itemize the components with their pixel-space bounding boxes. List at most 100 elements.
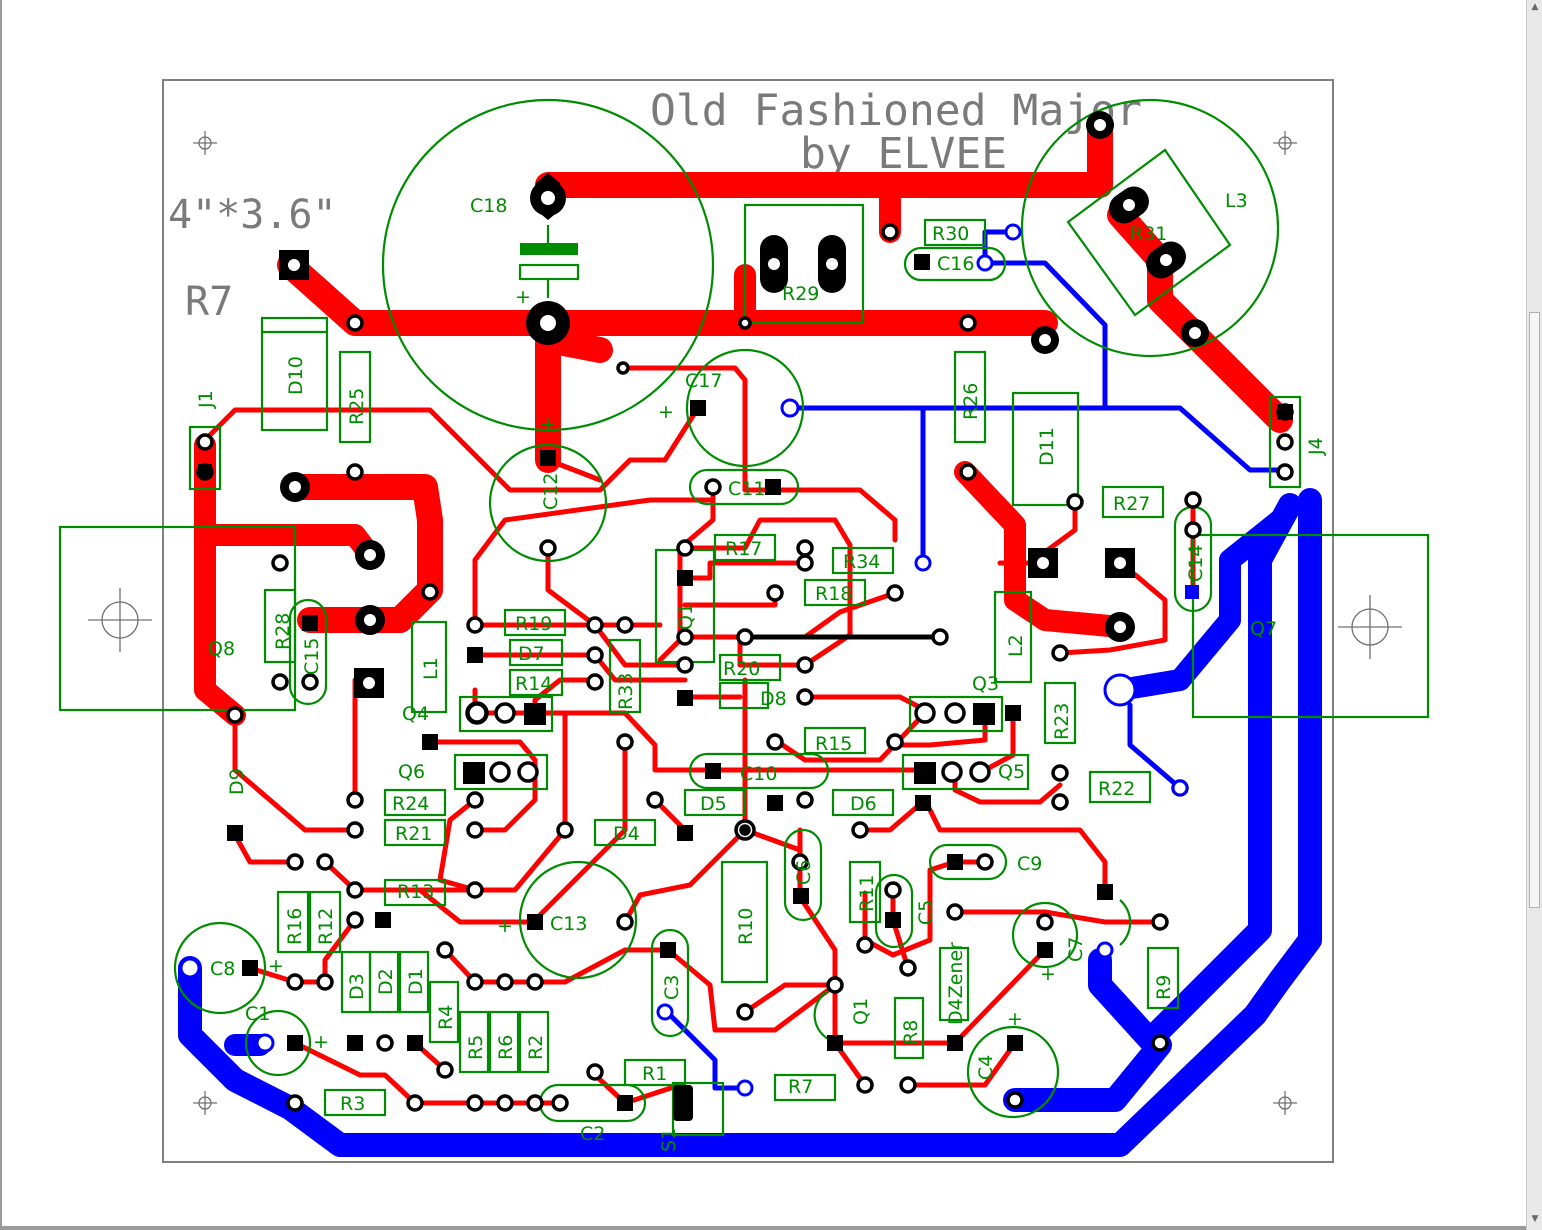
- label-r16: R16: [284, 908, 306, 945]
- label-r26: R26: [960, 383, 982, 420]
- tab-mounting-holes: [88, 588, 1402, 659]
- vertical-scrollbar[interactable]: ▲ ▼: [1526, 0, 1542, 1230]
- label-c10: C10: [740, 763, 777, 785]
- label-j1: J1: [195, 390, 217, 409]
- label-r13: R13: [397, 881, 434, 903]
- label-q1-vert: Q1: [675, 603, 697, 630]
- label-r2: R2: [525, 1035, 547, 1060]
- label-r17: R17: [725, 538, 762, 560]
- label-r4: R4: [435, 1005, 457, 1030]
- label-r27: R27: [1113, 493, 1150, 515]
- label-r33: R33: [615, 673, 637, 710]
- board-subtitle: by ELVEE: [800, 129, 1007, 179]
- label-r14: R14: [515, 673, 552, 695]
- label-r7: R7: [788, 1076, 813, 1098]
- label-q8: Q8: [208, 638, 235, 660]
- label-r22: R22: [1098, 778, 1135, 800]
- scroll-down-arrow-icon[interactable]: ▼: [1531, 1214, 1539, 1224]
- label-q5: Q5: [998, 761, 1025, 783]
- label-c2: C2: [580, 1123, 605, 1145]
- label-plus-c8: +: [268, 955, 284, 977]
- label-d4-zener: D4Zener: [945, 942, 967, 1025]
- label-q6: Q6: [398, 761, 425, 783]
- label-plus-c13: +: [497, 915, 513, 937]
- label-r21: R21: [395, 823, 432, 845]
- label-s1: S1: [658, 1128, 680, 1152]
- label-d4: D4: [613, 823, 640, 845]
- label-r11: R11: [856, 875, 878, 912]
- label-plus-c17: +: [658, 401, 674, 423]
- label-d5: D5: [700, 793, 727, 815]
- label-c9: C9: [1017, 853, 1042, 875]
- label-c18: C18: [470, 195, 507, 217]
- label-d9: D9: [226, 768, 248, 795]
- board-size: 4"*3.6": [168, 192, 337, 238]
- label-c13: C13: [550, 913, 587, 935]
- label-d2: D2: [375, 968, 397, 995]
- label-r15: R15: [815, 733, 852, 755]
- label-r34: R34: [843, 551, 880, 573]
- label-l3: L3: [1225, 190, 1248, 212]
- label-c16: C16: [937, 253, 974, 275]
- label-r10: R10: [735, 908, 757, 945]
- scroll-thumb[interactable]: [1529, 312, 1540, 908]
- label-r8: R8: [900, 1020, 922, 1045]
- label-r3: R3: [340, 1093, 365, 1115]
- label-plus-c18: +: [515, 286, 531, 308]
- label-plus-c4: +: [1007, 1008, 1023, 1030]
- label-plus-c12: +: [540, 413, 556, 435]
- label-r31: R31: [1130, 223, 1167, 245]
- silkscreen-outlines: [58, 98, 1430, 1137]
- label-r1: R1: [642, 1063, 667, 1085]
- label-r23: R23: [1051, 703, 1073, 740]
- window-left-border: [0, 0, 2, 1230]
- board-title: Old Fashioned Major: [650, 86, 1142, 136]
- label-q7: Q7: [1250, 618, 1277, 640]
- label-c7: C7: [1065, 937, 1087, 962]
- label-l1: L1: [420, 657, 442, 680]
- label-c12: C12: [540, 473, 562, 510]
- label-c14: C14: [1185, 545, 1207, 582]
- label-c15: C15: [301, 638, 323, 675]
- component-pads: [179, 111, 1294, 1121]
- component-labels: C18 L3 R31 R30 C16 R29 C17 + + C11 R17 R…: [195, 190, 1327, 1152]
- label-d6: D6: [850, 793, 877, 815]
- label-r25: R25: [346, 388, 368, 425]
- label-c5: C5: [915, 900, 937, 925]
- board-side-label: R7: [185, 279, 233, 325]
- label-r29: R29: [782, 283, 819, 305]
- label-r30: R30: [932, 223, 969, 245]
- label-l2: L2: [1005, 634, 1027, 657]
- label-r6: R6: [495, 1035, 517, 1060]
- label-c1: C1: [245, 1003, 270, 1025]
- label-q1: Q1: [850, 998, 872, 1025]
- label-r5: R5: [465, 1035, 487, 1060]
- label-d8: D8: [760, 688, 787, 710]
- scroll-up-arrow-icon[interactable]: ▲: [1531, 2, 1539, 12]
- mounting-marks: [193, 131, 1297, 1115]
- label-r19: R19: [515, 613, 552, 635]
- label-c11: C11: [728, 478, 765, 500]
- label-r12: R12: [315, 908, 337, 945]
- label-c6: C6: [793, 860, 815, 885]
- label-r20: R20: [723, 658, 760, 680]
- label-c4: C4: [975, 1055, 997, 1080]
- label-q3: Q3: [972, 673, 999, 695]
- label-r24: R24: [392, 793, 429, 815]
- window-bottom-border: [0, 1226, 1526, 1230]
- label-c17: C17: [685, 370, 722, 392]
- label-d7: D7: [518, 643, 545, 665]
- label-d10: D10: [285, 356, 307, 395]
- label-q4: Q4: [402, 703, 429, 725]
- label-j4: J4: [1305, 437, 1327, 456]
- c18-polarity-mark: [518, 225, 580, 298]
- label-d11: D11: [1036, 427, 1058, 466]
- label-r9: R9: [1153, 975, 1175, 1000]
- label-r18: R18: [815, 583, 852, 605]
- label-c8: C8: [210, 958, 235, 980]
- label-d1: D1: [405, 968, 427, 995]
- label-d3: D3: [346, 973, 368, 1000]
- label-plus-c7: +: [1040, 963, 1056, 985]
- label-c3: C3: [661, 975, 683, 1000]
